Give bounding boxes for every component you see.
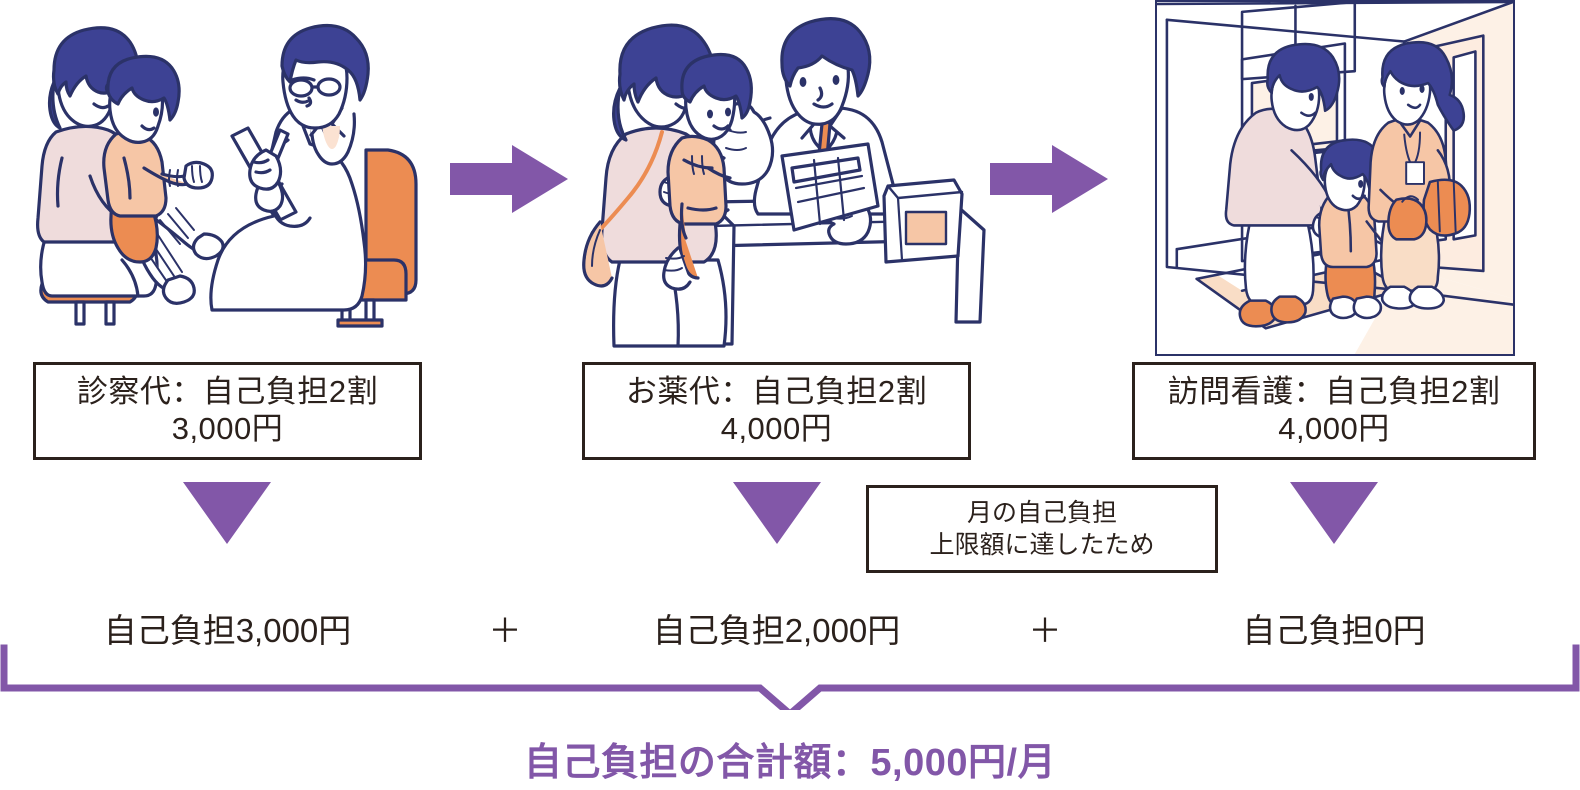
down-triangle-icon-2 [733,482,821,546]
step-label-box-2: お薬代：自己負担2割 4,000円 [582,362,971,460]
note-line1: 月の自己負担 [966,498,1117,527]
pharmacy-counter-illustration [570,8,990,348]
step-label-line2: 3,000円 [171,411,284,446]
arrow-right-icon-2 [990,143,1110,215]
total-bracket [0,640,1580,719]
monthly-cap-note-box: 月の自己負担 上限額に達したため [866,485,1218,573]
plus-sign-1: ＋ [488,612,522,649]
down-triangle-icon-3 [1290,482,1378,546]
step-label-line2: 4,000円 [1278,411,1390,446]
step-label-line1: 診察代：自己負担2割 [76,374,379,410]
total-amount-text: 自己負担の合計額：5,000円/月 [523,742,1057,784]
step-label-line2: 4,000円 [720,411,833,446]
step-label-line1: 訪問看護：自己負担2割 [1167,374,1501,410]
note-line2: 上限額に達したため [929,531,1155,559]
arrow-right-icon-1 [450,143,570,215]
self-pay-amount-1: 自己負担3,000円 [103,612,352,649]
plus-sign-2: ＋ [1028,612,1062,649]
clinic-consultation-illustration [20,8,440,348]
step-label-box-1: 診察代：自己負担2割 3,000円 [33,362,422,460]
step-label-box-3: 訪問看護：自己負担2割 4,000円 [1132,362,1536,460]
self-pay-amount-2: 自己負担2,000円 [652,612,901,649]
home-visit-nursing-illustration [1155,0,1515,356]
step-label-line1: お薬代：自己負担2割 [625,374,928,410]
down-triangle-icon-1 [183,482,271,546]
self-pay-amount-3: 自己負担0円 [1242,612,1426,649]
